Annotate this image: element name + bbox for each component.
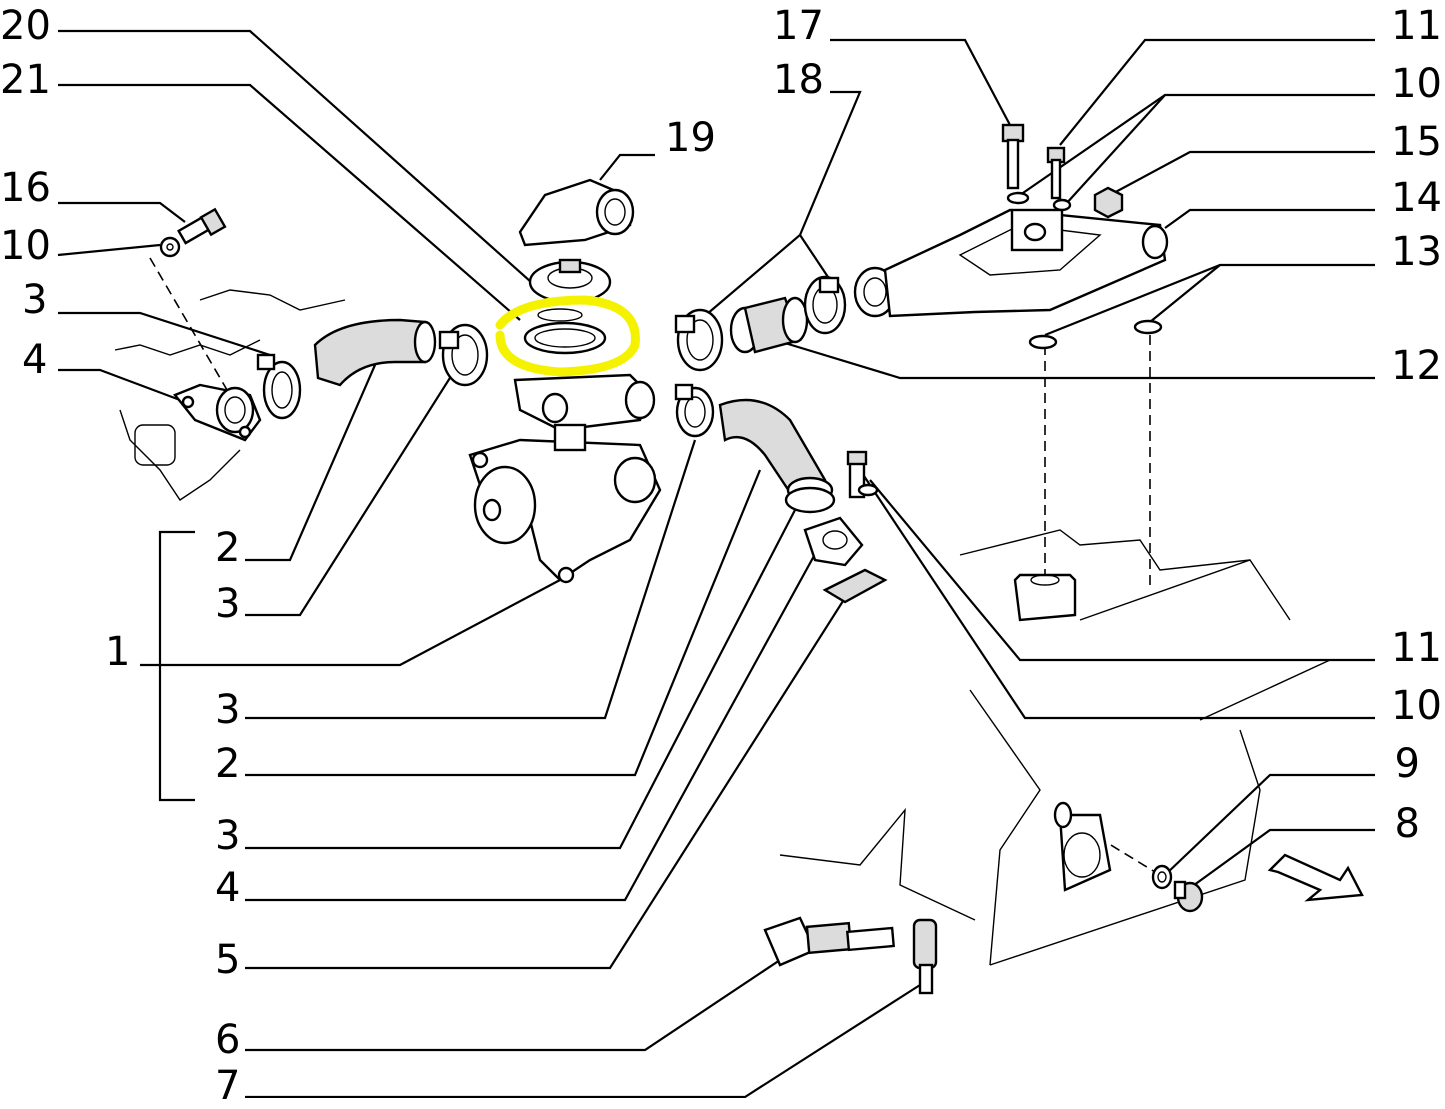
highlight-circle [495, 295, 640, 377]
part-8-plug [1173, 880, 1204, 913]
part-11-bolt-upper [1046, 146, 1072, 212]
part-7-sensor [912, 918, 938, 995]
part-11-bolt-lower [846, 450, 879, 499]
part-2-hose-left [313, 318, 437, 387]
callout-2-b: 2 [215, 741, 241, 787]
part-21-seal-ring [523, 308, 607, 355]
engine-block-outline [114, 289, 1331, 966]
part-6-temperature-sensor [763, 916, 895, 967]
callout-2-a: 2 [215, 525, 241, 571]
part-5-gasket [822, 568, 888, 604]
callout-16: 16 [0, 165, 51, 211]
part-19-housing-cover [518, 178, 635, 247]
callout-3-d: 3 [215, 813, 241, 859]
callout-19: 19 [665, 115, 716, 161]
callout-4-left-top: 4 [22, 337, 48, 383]
part-3-clamp-lower [784, 486, 836, 514]
part-16-bolt [177, 207, 227, 245]
part-18-clamp-right [803, 275, 847, 335]
arrow-right-down-icon [1267, 853, 1364, 902]
part-4-flange-left [173, 383, 262, 442]
callout-4-b: 4 [215, 865, 241, 911]
callout-10-lower: 10 [1391, 683, 1442, 729]
part-20-thermostat [528, 258, 612, 304]
part-3-clamp-left [256, 353, 302, 420]
callout-21: 21 [0, 57, 51, 103]
callout-8: 8 [1394, 801, 1420, 847]
part-17-bolt [1001, 123, 1030, 205]
part-9-washer [1151, 864, 1173, 890]
part-2-hose-right [718, 398, 834, 504]
callout-15: 15 [1391, 119, 1442, 165]
callout-12: 12 [1391, 343, 1442, 389]
callout-3-b: 3 [215, 581, 241, 627]
callout-9: 9 [1394, 741, 1420, 787]
callout-13: 13 [1391, 229, 1442, 275]
callout-3-c: 3 [215, 687, 241, 733]
leader-lines [57, 29, 1375, 1098]
sensor-housing-plate [1053, 801, 1112, 892]
part-1-water-pump [468, 373, 662, 584]
callout-18: 18 [773, 57, 824, 103]
callout-10-top: 10 [1391, 61, 1442, 107]
part-4-flange-lower [803, 516, 864, 567]
callout-17: 17 [773, 3, 824, 49]
callout-6: 6 [215, 1017, 241, 1063]
part-3-clamp-mid [438, 323, 489, 387]
callout-11-top: 11 [1391, 3, 1442, 49]
callout-11-lower: 11 [1391, 625, 1442, 671]
callout-7: 7 [215, 1063, 241, 1109]
part-14-manifold-pipe [853, 208, 1169, 318]
callout-1: 1 [105, 629, 131, 675]
part-13-washers [1028, 319, 1163, 350]
part-3-clamp-right-low [674, 383, 715, 438]
part-12-hose-sleeve [729, 296, 809, 354]
part-10-washer-left [159, 236, 181, 258]
callout-3-left-top: 3 [22, 277, 48, 323]
callout-20: 20 [0, 3, 51, 49]
callout-10-left: 10 [0, 223, 51, 269]
part-3-clamp-right-top [674, 308, 724, 372]
callout-14: 14 [1391, 175, 1442, 221]
callout-5: 5 [215, 937, 241, 983]
manifold-mount-boss [1013, 573, 1077, 622]
part-15-nut [1093, 186, 1124, 219]
